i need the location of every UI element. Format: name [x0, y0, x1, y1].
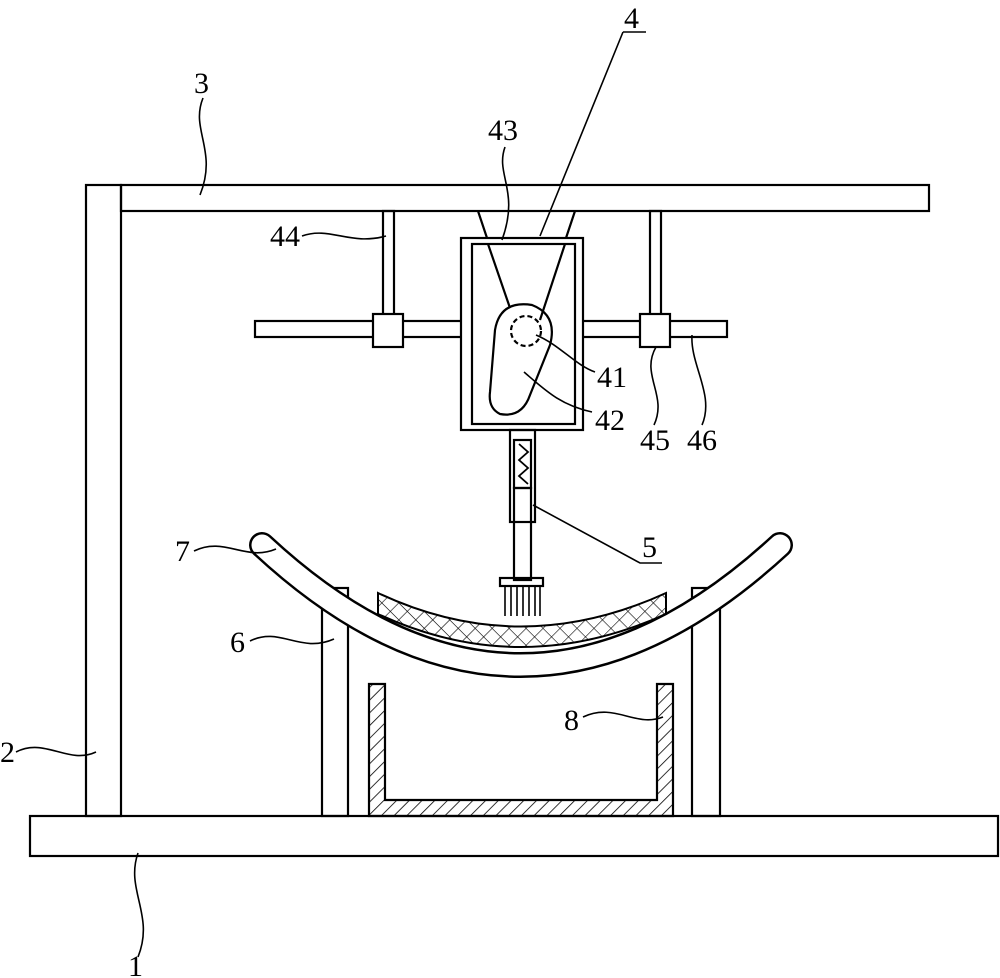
leader-7	[193, 545, 277, 554]
leader-8	[582, 711, 664, 721]
label-1: 1	[128, 950, 143, 978]
frame-outer	[459, 236, 585, 432]
leader-6	[249, 635, 335, 645]
hopper-top	[476, 210, 577, 242]
hanging-rod-left	[381, 209, 396, 317]
leader-46	[691, 334, 707, 426]
leader-2	[15, 746, 97, 757]
brush-bristles	[504, 586, 541, 616]
top-beam	[119, 183, 931, 213]
piston-rod	[512, 486, 533, 582]
label-3: 3	[194, 67, 209, 100]
hanging-rod-right	[648, 209, 663, 317]
slider-right	[638, 312, 672, 349]
cam-plate	[488, 303, 553, 416]
spring	[517, 443, 530, 485]
frame-inner	[470, 242, 577, 426]
leader-4	[539, 31, 646, 237]
leader-5	[532, 504, 662, 564]
leader-44	[301, 232, 387, 240]
label-46: 46	[687, 424, 717, 457]
label-8: 8	[564, 704, 579, 737]
base-plate	[28, 814, 1000, 858]
label-4: 4	[624, 2, 639, 35]
screen-mesh	[377, 591, 667, 648]
leader-43	[501, 146, 510, 241]
label-5: 5	[642, 531, 657, 564]
leader-42	[523, 371, 593, 413]
leader-1	[133, 852, 145, 958]
label-7: 7	[175, 535, 190, 568]
label-42: 42	[595, 404, 625, 437]
label-45: 45	[640, 424, 670, 457]
funnel-inside	[486, 243, 567, 321]
leader-3	[198, 97, 208, 196]
label-43: 43	[488, 114, 518, 147]
curved-tray	[249, 532, 793, 678]
telescopic-sleeve	[508, 428, 537, 524]
label-6: 6	[230, 626, 245, 659]
collection-box	[367, 682, 675, 818]
leader-41	[535, 334, 596, 373]
label-41: 41	[597, 361, 627, 394]
leader-45	[650, 346, 659, 426]
shaft-circle	[509, 314, 543, 348]
brush-head	[498, 576, 545, 588]
label-44: 44	[270, 220, 300, 253]
label-2: 2	[0, 736, 15, 769]
slider-left	[371, 312, 405, 349]
left-column	[84, 183, 123, 818]
